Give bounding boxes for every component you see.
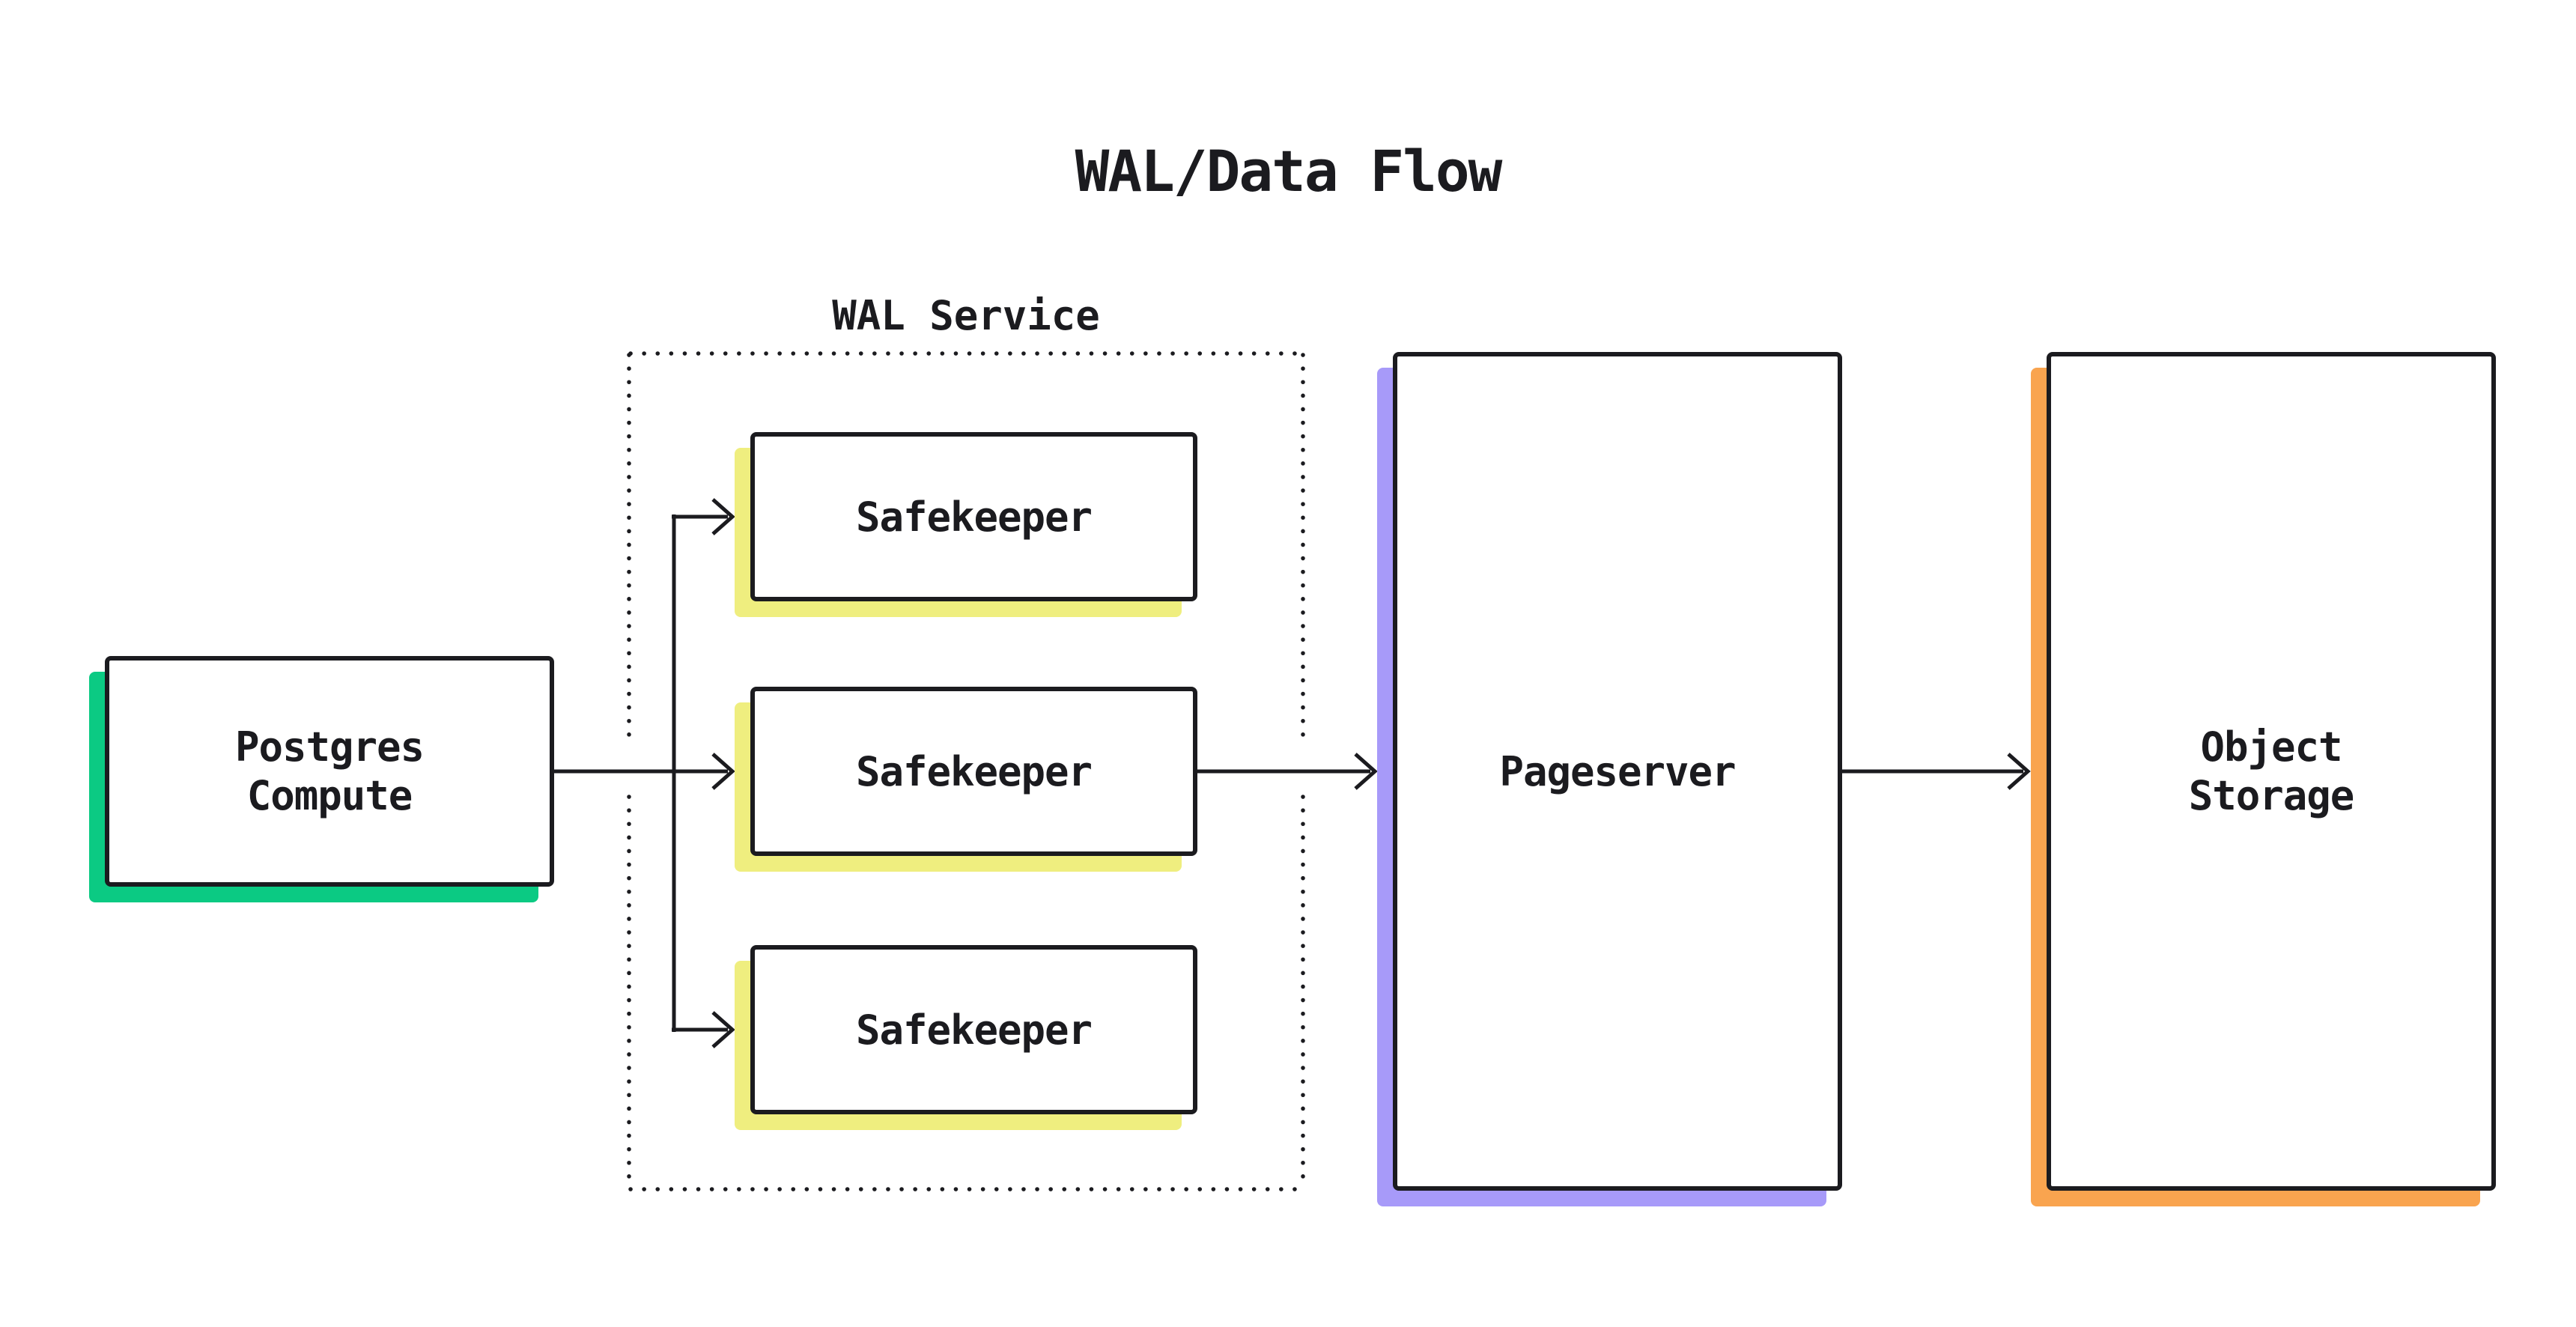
arrowhead — [2007, 753, 2031, 790]
node-label: Object — [2200, 723, 2342, 771]
node-label: Safekeeper — [855, 1006, 1093, 1054]
node-label: Safekeeper — [855, 493, 1093, 541]
arrow-pageserver-to-storage — [1842, 753, 2031, 790]
wal-service-dotted-border — [627, 351, 1305, 1191]
arrow-safekeeper-to-pageserver — [1197, 753, 1378, 790]
node-label: Storage — [2188, 772, 2355, 819]
arrow-compute-to-safekeepers — [554, 498, 735, 1048]
node-pageserver: Pageserver — [1393, 352, 1842, 1191]
node-postgres-compute: Postgres Compute — [105, 656, 554, 887]
node-label: Compute — [246, 772, 413, 819]
node-label: Postgres — [234, 723, 425, 771]
arrowhead — [1354, 753, 1378, 790]
node-safekeeper-2: Safekeeper — [750, 687, 1197, 856]
arrowhead — [711, 1011, 735, 1048]
arrowhead — [711, 753, 735, 790]
node-object-storage: Object Storage — [2047, 352, 2496, 1191]
node-label: Pageserver — [1499, 747, 1736, 795]
node-label: Safekeeper — [855, 747, 1093, 795]
node-safekeeper-3: Safekeeper — [750, 945, 1197, 1114]
wal-service-label: WAL Service — [832, 292, 1100, 339]
arrowhead — [711, 498, 735, 535]
node-safekeeper-1: Safekeeper — [750, 432, 1197, 601]
diagram-title: WAL/Data Flow — [1075, 138, 1503, 204]
